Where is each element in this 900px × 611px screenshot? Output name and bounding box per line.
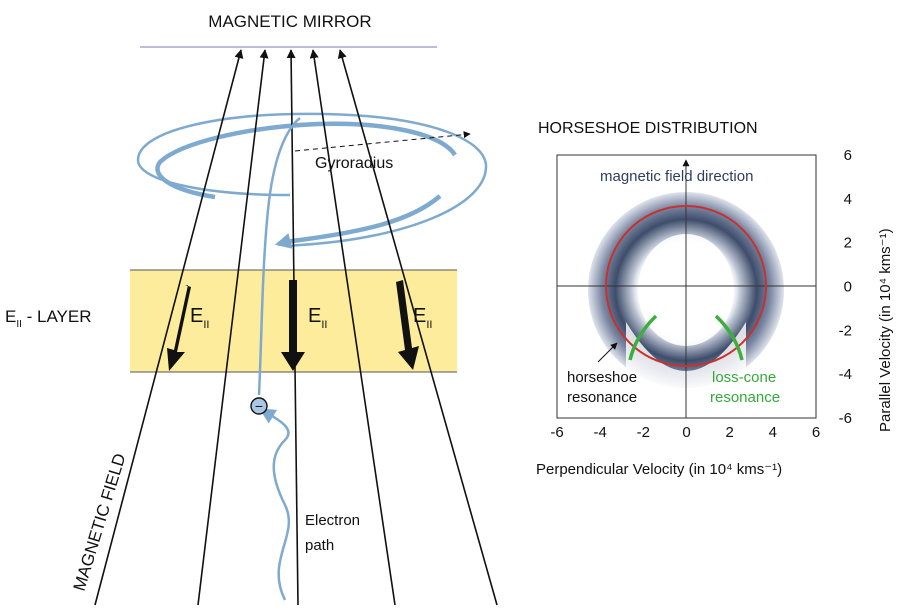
loss-cone-arc-right — [714, 314, 744, 361]
electron-circle — [250, 397, 268, 415]
y-tick-label: 4 — [844, 191, 852, 208]
e-parallel-arrows — [167, 280, 419, 371]
losscone-label-line1: loss-cone — [712, 369, 776, 386]
x-tick-label: 2 — [725, 424, 733, 441]
resonance-circle — [605, 205, 767, 367]
y-tick-label: -6 — [839, 410, 852, 427]
magnetic-mirror-label: MAGNETIC MIRROR — [208, 12, 371, 31]
y-tick-label: 0 — [844, 279, 852, 296]
e-field-label-left: EII — [190, 305, 209, 331]
x-tick-labels: -6 -4 -2 0 2 4 6 — [550, 424, 820, 441]
field-line-5 — [337, 49, 498, 606]
electron-marker: − — [250, 397, 268, 415]
field-direction-label: magnetic field direction — [600, 168, 753, 185]
horseshoe-pointer — [597, 342, 618, 363]
horseshoe-label-line2: resonance — [567, 389, 637, 406]
distribution-gap — [626, 322, 746, 400]
horseshoe-plot: HORSESHOE DISTRIBUTION magnetic field di… — [536, 120, 894, 478]
x-tick-label: -4 — [593, 424, 606, 441]
gyroradius-arrow — [294, 131, 471, 152]
gyration-orbit — [136, 112, 488, 248]
x-tick-label: 6 — [812, 424, 820, 441]
e-parallel-layer-label: EII - LAYER — [5, 307, 92, 330]
plot-title: HORSESHOE DISTRIBUTION — [538, 120, 758, 137]
e-field-arrow-left — [167, 285, 191, 371]
x-tick-label: -2 — [637, 424, 650, 441]
e-field-arrow-center — [281, 280, 305, 371]
gyration-orbit-back — [155, 121, 457, 200]
y-tick-labels: 6 4 2 0 -2 -4 -6 — [839, 147, 852, 427]
gyroradius-label: Gyroradius — [315, 155, 393, 172]
electron-path-label-line2: path — [305, 537, 334, 554]
magnetic-field-label: MAGNETIC FIELD — [70, 451, 130, 593]
gyration-orbit-front — [274, 194, 442, 249]
horseshoe-label-line1: horseshoe — [567, 369, 637, 386]
field-line-4 — [309, 49, 396, 606]
left-diagram: Gyroradius − EII EII EII EII - LAYER MAG… — [5, 12, 498, 606]
electron-symbol: − — [255, 398, 263, 414]
e-field-arrow-right — [396, 280, 419, 370]
x-tick-label: 4 — [769, 424, 777, 441]
loss-cone-arc-left — [628, 314, 658, 361]
x-tick-label: -6 — [550, 424, 563, 441]
y-axis-label: Parallel Velocity (in 10⁴ kms⁻¹) — [877, 228, 894, 432]
y-tick-label: -2 — [839, 322, 852, 339]
x-tick-label: 0 — [682, 424, 690, 441]
electron-path — [259, 408, 291, 601]
x-axis-label: Perpendicular Velocity (in 10⁴ kms⁻¹) — [536, 461, 782, 478]
electron-path-label-line1: Electron — [305, 512, 360, 529]
y-tick-label: 2 — [844, 235, 852, 252]
e-field-label-right: EII — [413, 305, 432, 331]
losscone-label-line2: resonance — [710, 389, 780, 406]
y-tick-label: -4 — [839, 366, 852, 383]
electron-path-upper — [257, 117, 301, 396]
field-line-2 — [197, 49, 269, 606]
field-line-1 — [94, 49, 244, 606]
e-field-label-center: EII — [308, 305, 327, 331]
y-tick-label: 6 — [844, 147, 852, 164]
